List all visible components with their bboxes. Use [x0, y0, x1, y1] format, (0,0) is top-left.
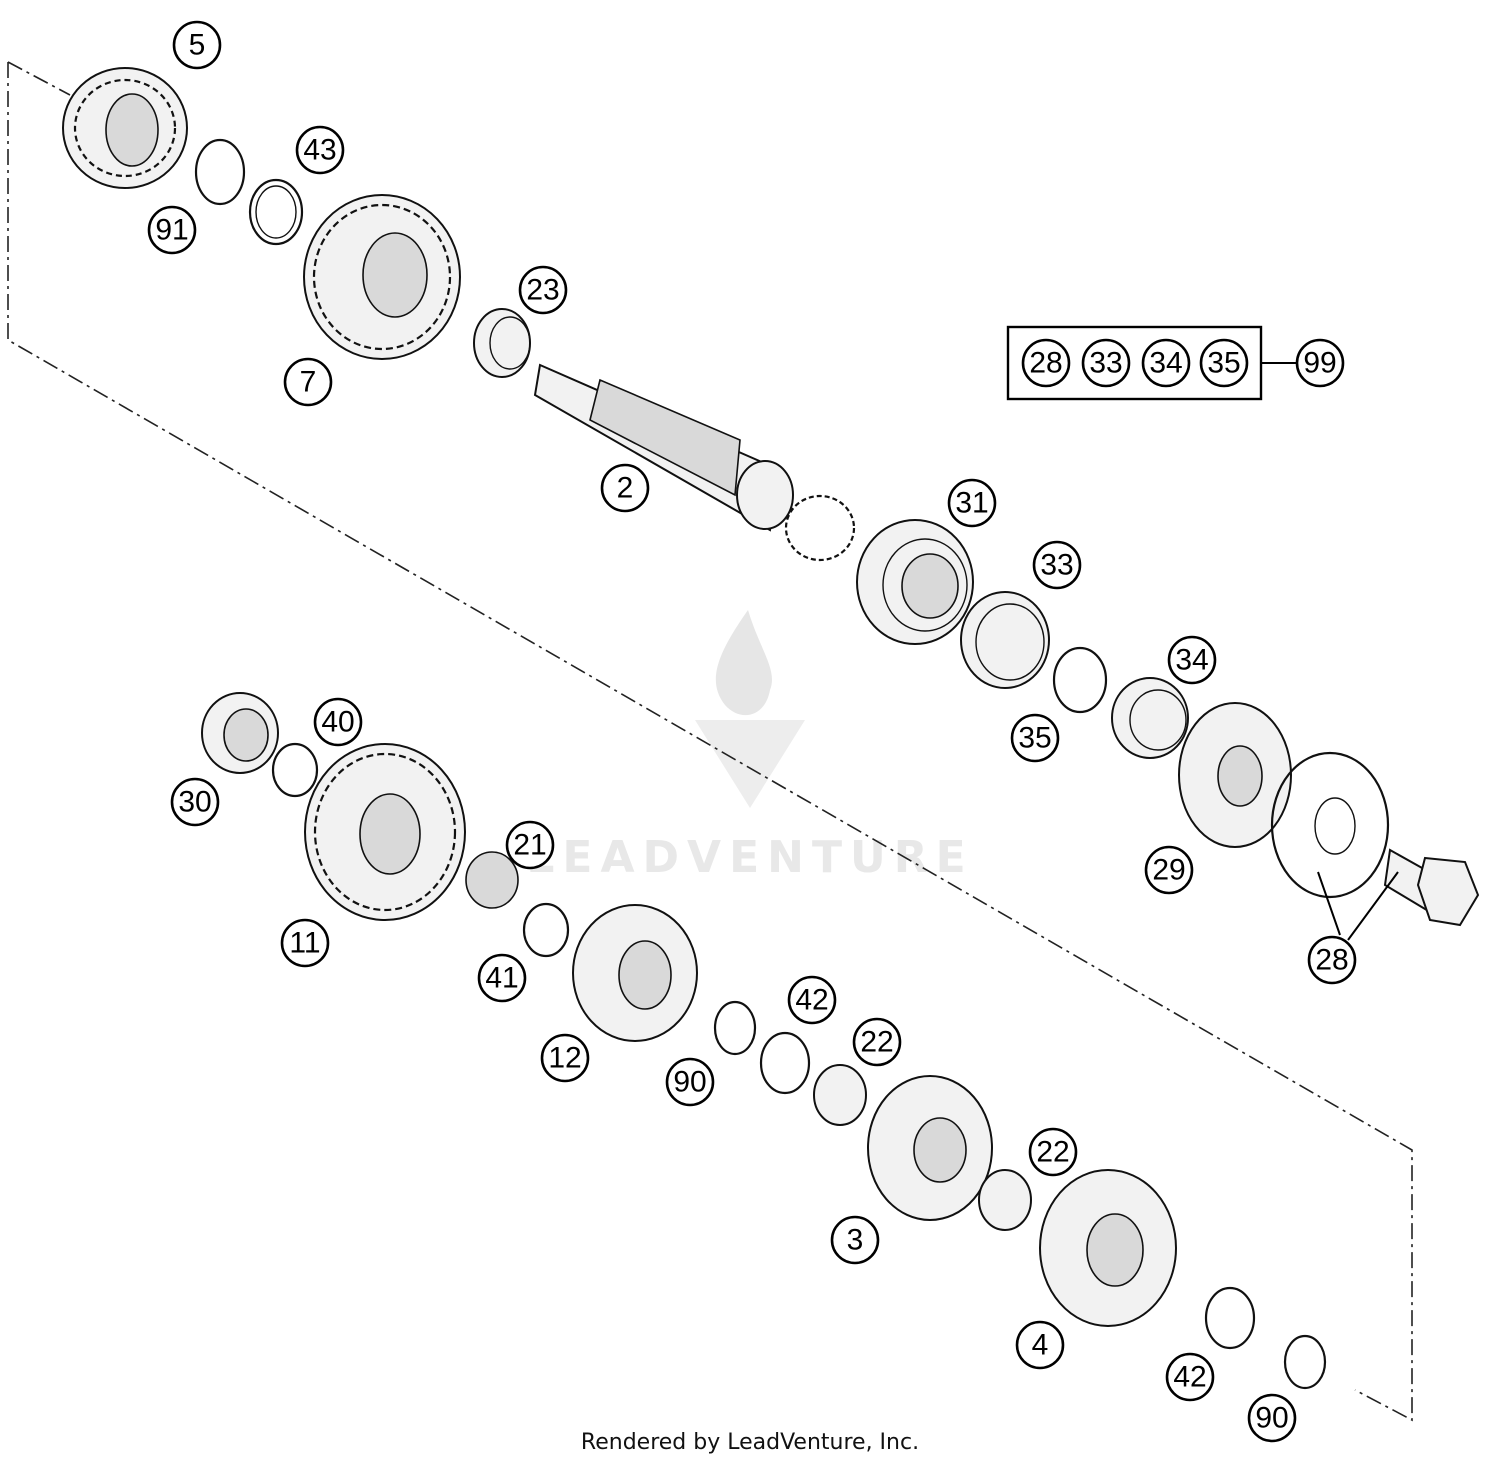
callout-label: 11: [289, 927, 320, 960]
bolt-28: [1383, 848, 1480, 927]
callout-label: 33: [1040, 549, 1073, 582]
seal-ring-33: [960, 591, 1050, 689]
callout-label: 23: [526, 274, 559, 307]
callout-label: 34: [1149, 347, 1182, 380]
callout-33: 33: [1032, 540, 1082, 590]
callout-label: 91: [155, 214, 188, 247]
callout-90: 90: [665, 1057, 715, 1107]
callout-label: 29: [1152, 854, 1185, 887]
bushing-34: [1111, 677, 1189, 759]
washer-42: [759, 1031, 811, 1095]
callout-35: 35: [1010, 713, 1060, 763]
callout-3: 3: [830, 1215, 880, 1265]
washer-43: [248, 178, 304, 246]
callout-label: 12: [548, 1042, 581, 1075]
gear-7: [303, 194, 461, 360]
callout-11: 11: [280, 918, 330, 968]
callout-23: 23: [518, 265, 568, 315]
callout-label: 34: [1175, 644, 1208, 677]
leadventure-watermark: LEADVENTURE: [526, 610, 973, 883]
callout-label: 28: [1315, 944, 1348, 977]
callout-43: 43: [295, 125, 345, 175]
washer-40: [271, 742, 319, 798]
callout-22: 22: [1028, 1127, 1078, 1177]
sprocket-29: [1178, 702, 1292, 848]
callout-label: 21: [513, 829, 546, 862]
callout-30: 30: [170, 777, 220, 827]
callout-label: 28: [1029, 347, 1062, 380]
bushing-22b: [978, 1169, 1032, 1231]
callout-label: 31: [955, 487, 988, 520]
kit-item-35: 35: [1199, 338, 1249, 388]
callout-5: 5: [172, 20, 222, 70]
main-shaft-2: [533, 363, 856, 562]
callout-label: 22: [1036, 1136, 1069, 1169]
callout-90: 90: [1247, 1393, 1297, 1443]
callout-22: 22: [852, 1017, 902, 1067]
callout-label: 99: [1303, 347, 1336, 380]
gear-12: [572, 904, 698, 1042]
callout-4: 4: [1015, 1320, 1065, 1370]
callout-label: 5: [189, 29, 206, 62]
footer-credit: Rendered by LeadVenture, Inc.: [580, 1430, 920, 1455]
gear-11: [304, 743, 466, 921]
bushing-23: [473, 308, 531, 378]
callout-2: 2: [600, 463, 650, 513]
callout-label: 33: [1089, 347, 1122, 380]
callout-label: 22: [860, 1026, 893, 1059]
callout-34: 34: [1167, 635, 1217, 685]
washer-42b: [1204, 1286, 1256, 1350]
washer-41: [522, 902, 570, 958]
callout-31: 31: [947, 478, 997, 528]
callout-12: 12: [540, 1033, 590, 1083]
callout-label: 43: [303, 134, 336, 167]
callout-42: 42: [787, 975, 837, 1025]
callout-label: 4: [1032, 1329, 1049, 1362]
callout-label: 3: [847, 1224, 864, 1257]
callout-label: 2: [617, 472, 634, 505]
callout-99: 99: [1295, 338, 1345, 388]
callout-label: 7: [300, 366, 317, 399]
callout-40: 40: [313, 697, 363, 747]
callout-label: 42: [795, 984, 828, 1017]
gear-3: [867, 1075, 993, 1221]
o-ring-35: [1052, 646, 1108, 714]
kit-item-34: 34: [1141, 338, 1191, 388]
callout-label: 90: [673, 1066, 706, 1099]
needle-bearing-21: [465, 851, 519, 909]
circlip-91: [194, 138, 246, 206]
bearing-31: [856, 519, 974, 645]
callout-91: 91: [147, 205, 197, 255]
bearing-30: [201, 692, 279, 774]
gear-5: [62, 67, 188, 189]
kit-item-28: 28: [1021, 338, 1071, 388]
callout-7: 7: [283, 357, 333, 407]
assembly-boundary: [7, 61, 1413, 1422]
callout-label: 42: [1173, 1361, 1206, 1394]
watermark-text: LEADVENTURE: [526, 832, 973, 883]
callout-label: 40: [321, 706, 354, 739]
gear-4: [1039, 1169, 1177, 1327]
callout-29: 29: [1144, 845, 1194, 895]
bushing-22: [813, 1064, 867, 1126]
callout-label: 35: [1207, 347, 1240, 380]
callout-21: 21: [505, 820, 555, 870]
callout-42: 42: [1165, 1352, 1215, 1402]
washer-28: [1270, 751, 1390, 899]
kit-item-33: 33: [1081, 338, 1131, 388]
callout-label: 90: [1255, 1402, 1288, 1435]
callout-label: 35: [1018, 722, 1051, 755]
callout-label: 30: [178, 786, 211, 819]
callout-41: 41: [477, 953, 527, 1003]
callout-28: 28: [1307, 935, 1357, 985]
callout-label: 41: [485, 962, 518, 995]
circlip-90b: [1283, 1334, 1327, 1390]
circlip-90: [713, 1000, 757, 1056]
leader-28: [1317, 871, 1399, 941]
